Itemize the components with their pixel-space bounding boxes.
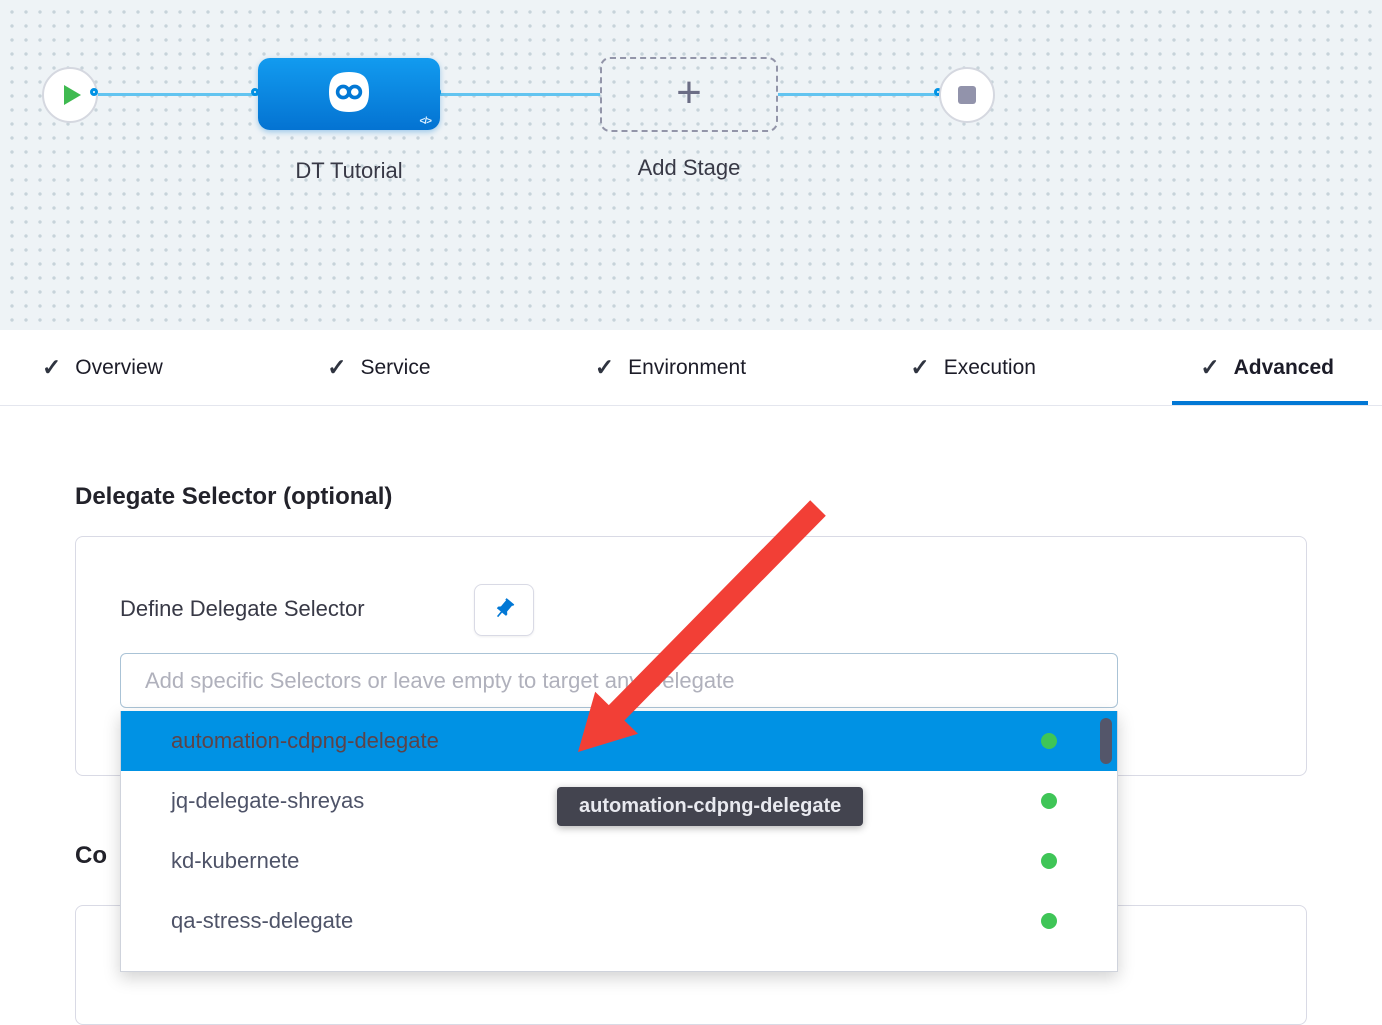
define-delegate-selector-label: Define Delegate Selector (120, 596, 365, 622)
code-icon: </> (420, 116, 431, 127)
dropdown-item-kd-kubernete[interactable]: kd-kubernete (121, 831, 1117, 891)
advanced-tab-panel: Delegate Selector (optional) Define Dele… (0, 406, 1382, 966)
green-status-dot (1041, 733, 1057, 749)
check-icon: ✓ (910, 354, 929, 381)
play-icon (64, 85, 81, 105)
partial-section-heading: Co (75, 842, 107, 870)
tab-label: Execution (944, 356, 1036, 380)
green-status-dot (1041, 913, 1057, 929)
tab-label: Environment (628, 356, 746, 380)
tab-environment[interactable]: ✓ Environment (595, 330, 746, 405)
edge-connector-dot (90, 88, 98, 96)
tab-advanced[interactable]: ✓ Advanced (1200, 330, 1334, 405)
add-stage-button[interactable]: + (600, 57, 778, 132)
check-icon: ✓ (595, 354, 614, 381)
pin-icon (492, 597, 516, 624)
tab-label: Advanced (1234, 356, 1334, 380)
pipeline-start-node[interactable] (42, 67, 98, 123)
tab-label: Service (360, 356, 430, 380)
section-title-delegate-selector: Delegate Selector (optional) (75, 483, 392, 511)
pin-button[interactable] (474, 584, 534, 636)
pipeline-edge (98, 93, 258, 96)
tab-execution[interactable]: ✓ Execution (910, 330, 1036, 405)
dropdown-item-automation-cdpng-delegate[interactable]: automation-cdpng-delegate (121, 711, 1117, 771)
delegate-selector-input[interactable] (120, 653, 1118, 708)
stage-tab-bar: ✓ Overview ✓ Service ✓ Environment ✓ Exe… (0, 330, 1382, 406)
dropdown-item-label: qa-stress-delegate (171, 908, 353, 934)
dropdown-item-label: kd-kubernete (171, 848, 299, 874)
delegate-dropdown-menu: automation-cdpng-delegate jq-delegate-sh… (120, 711, 1118, 972)
tab-overview[interactable]: ✓ Overview (42, 330, 163, 405)
plus-icon: + (676, 71, 702, 115)
tab-service[interactable]: ✓ Service (327, 330, 430, 405)
dropdown-item-label: jq-delegate-shreyas (171, 788, 364, 814)
delegate-tooltip: automation-cdpng-delegate (557, 787, 863, 826)
add-stage-label: Add Stage (589, 155, 789, 181)
pipeline-edge (440, 93, 600, 96)
check-icon: ✓ (1200, 354, 1219, 381)
check-icon: ✓ (327, 354, 346, 381)
pipeline-canvas: </> + DT Tutorial Add Stage (0, 0, 1382, 330)
dropdown-scrollbar-thumb[interactable] (1100, 718, 1112, 764)
page-root: </> + DT Tutorial Add Stage ✓ Overview ✓… (0, 0, 1382, 966)
green-status-dot (1041, 793, 1057, 809)
pipeline-edge (778, 93, 940, 96)
harness-logo-icon (327, 70, 371, 119)
tab-label: Overview (75, 356, 163, 380)
stage-node-label: DT Tutorial (238, 158, 460, 184)
stop-icon (958, 86, 976, 104)
check-icon: ✓ (42, 354, 61, 381)
dropdown-item-label: automation-cdpng-delegate (171, 728, 439, 754)
stage-node-dt-tutorial[interactable]: </> (258, 58, 440, 130)
green-status-dot (1041, 853, 1057, 869)
dropdown-item-qa-stress-delegate[interactable]: qa-stress-delegate (121, 891, 1117, 951)
pipeline-stop-node[interactable] (939, 67, 995, 123)
